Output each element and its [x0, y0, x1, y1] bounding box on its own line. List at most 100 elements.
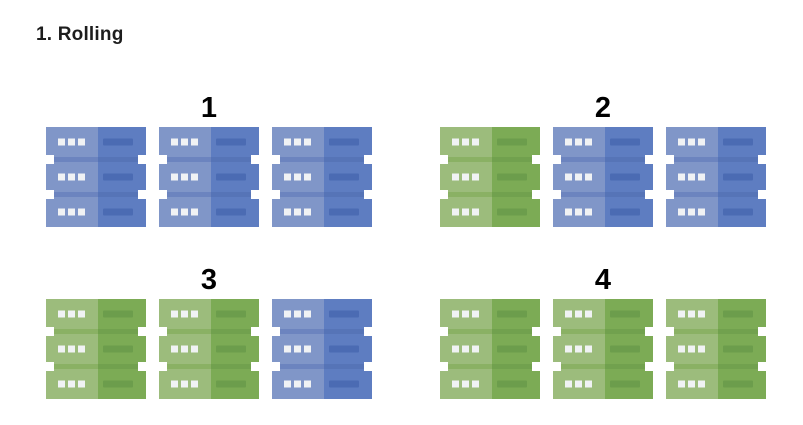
server-unit [553, 299, 653, 329]
server-led-squares [452, 345, 479, 353]
led-square-icon [698, 173, 705, 181]
led-square-icon [284, 208, 291, 216]
server-led-squares [565, 173, 592, 181]
server-led-squares [171, 310, 198, 318]
server-led-squares [565, 138, 592, 146]
rack-divider [159, 190, 259, 199]
server-slot-bar [610, 208, 640, 216]
led-square-icon [58, 380, 65, 388]
led-square-icon [462, 345, 469, 353]
divider-notch-right [364, 327, 372, 336]
led-square-icon [58, 310, 65, 318]
led-square-icon [181, 138, 188, 146]
server-slot-bar [723, 138, 753, 146]
divider-notch-left [272, 327, 280, 336]
server-slot-bar [610, 345, 640, 353]
led-square-icon [181, 345, 188, 353]
server-unit [553, 162, 653, 192]
led-square-icon [58, 345, 65, 353]
server-slot-bar [103, 380, 133, 388]
rack-divider [159, 327, 259, 336]
led-square-icon [472, 173, 479, 181]
server-slot-bar [723, 310, 753, 318]
server-slot-bar [610, 380, 640, 388]
led-square-icon [284, 138, 291, 146]
divider-notch-left [159, 155, 167, 164]
led-square-icon [585, 380, 592, 388]
led-square-icon [191, 380, 198, 388]
server-led-squares [171, 208, 198, 216]
divider-notch-right [138, 155, 146, 164]
led-square-icon [68, 173, 75, 181]
led-square-icon [294, 380, 301, 388]
server-led-squares [58, 345, 85, 353]
led-square-icon [452, 138, 459, 146]
divider-notch-right [645, 327, 653, 336]
server-unit [272, 369, 372, 399]
led-square-icon [304, 173, 311, 181]
led-square-icon [688, 208, 695, 216]
server-slot-bar [497, 310, 527, 318]
led-square-icon [78, 173, 85, 181]
led-square-icon [304, 310, 311, 318]
led-square-icon [575, 380, 582, 388]
server-slot-bar [610, 310, 640, 318]
server-slot-bar [216, 208, 246, 216]
server-slot-bar [497, 138, 527, 146]
led-square-icon [294, 345, 301, 353]
led-square-icon [565, 380, 572, 388]
server-unit [159, 162, 259, 192]
server-slot-bar [103, 345, 133, 353]
server-led-squares [171, 138, 198, 146]
led-square-icon [688, 345, 695, 353]
rack-row [46, 127, 372, 227]
rack-divider [46, 362, 146, 371]
led-square-icon [452, 310, 459, 318]
server-unit [46, 127, 146, 157]
divider-notch-left [440, 190, 448, 199]
rack-divider [46, 155, 146, 164]
server-slot-bar [329, 310, 359, 318]
divider-notch-right [138, 190, 146, 199]
server-slot-bar [329, 345, 359, 353]
server-led-squares [678, 345, 705, 353]
server-unit [666, 197, 766, 227]
led-square-icon [678, 380, 685, 388]
server-unit [46, 334, 146, 364]
led-square-icon [68, 380, 75, 388]
rack-divider [159, 362, 259, 371]
step-number-label: 2 [594, 92, 612, 124]
server-slot-bar [723, 345, 753, 353]
server-unit [553, 369, 653, 399]
rack-divider [440, 155, 540, 164]
rack-row [440, 127, 766, 227]
divider-notch-right [532, 155, 540, 164]
server-led-squares [565, 380, 592, 388]
server-led-squares [452, 310, 479, 318]
led-square-icon [678, 138, 685, 146]
server-slot-bar [216, 380, 246, 388]
server-slot-bar [103, 173, 133, 181]
divider-notch-right [758, 327, 766, 336]
led-square-icon [58, 208, 65, 216]
server-led-squares [565, 310, 592, 318]
led-square-icon [472, 138, 479, 146]
divider-notch-left [666, 362, 674, 371]
rack-divider [46, 327, 146, 336]
led-square-icon [472, 208, 479, 216]
led-square-icon [688, 380, 695, 388]
divider-notch-left [666, 190, 674, 199]
led-square-icon [565, 208, 572, 216]
divider-notch-right [645, 190, 653, 199]
led-square-icon [678, 208, 685, 216]
led-square-icon [472, 345, 479, 353]
server-unit [272, 334, 372, 364]
server-slot-bar [497, 345, 527, 353]
step-number-label: 4 [594, 264, 612, 296]
led-square-icon [181, 173, 188, 181]
server-unit [46, 299, 146, 329]
led-square-icon [294, 138, 301, 146]
divider-notch-left [666, 327, 674, 336]
rack-divider [272, 155, 372, 164]
rack-divider [159, 155, 259, 164]
